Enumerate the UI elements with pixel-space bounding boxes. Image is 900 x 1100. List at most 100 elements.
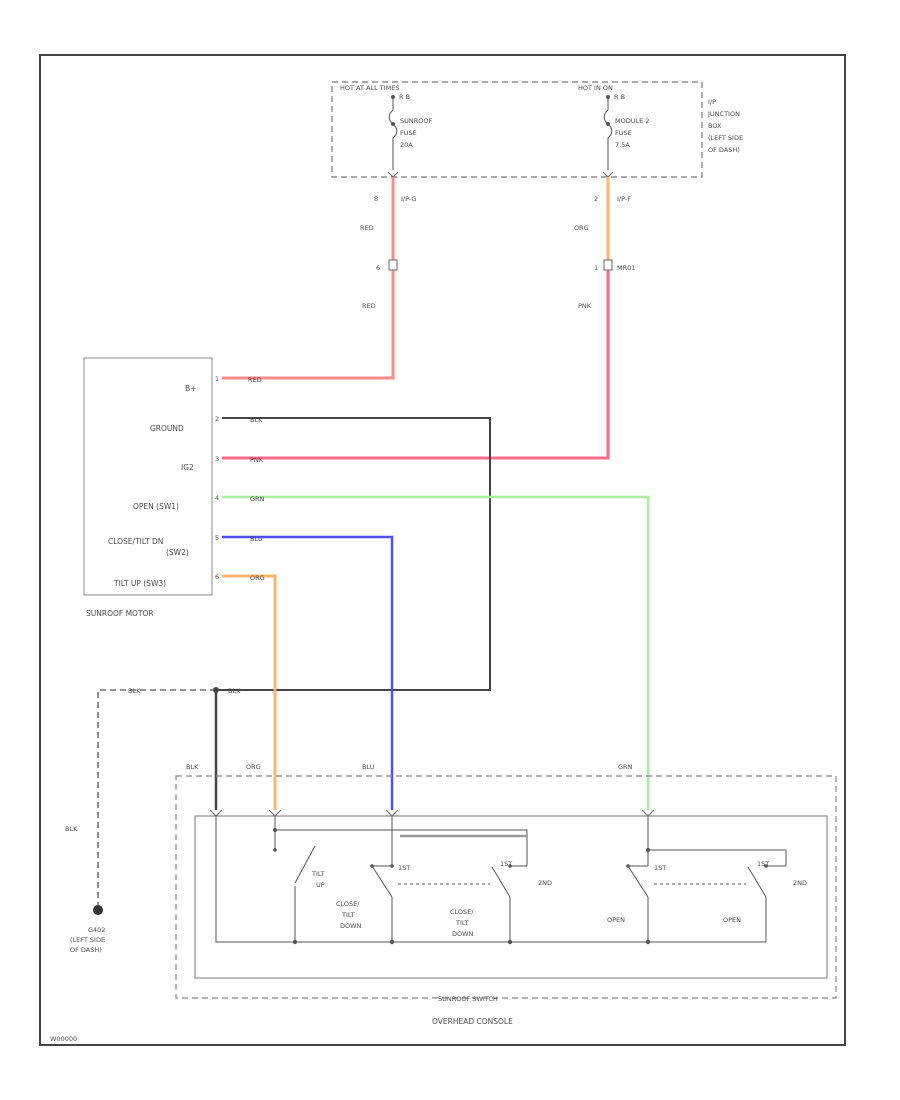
motor-pin-2-wire: BLK: [250, 416, 263, 424]
inline-right-pin: 1: [594, 264, 598, 272]
motor-pin-6-label: TILT UP (SW3): [113, 579, 166, 588]
motor-pin-1-num: 1: [215, 375, 219, 383]
open-label-1: OPEN: [607, 916, 625, 924]
inline-right-name: MR01: [617, 264, 635, 272]
first-label-4: 1ST: [757, 860, 769, 868]
close-tilt-1-line1: CLOSE/: [336, 900, 360, 908]
footer-code: W00000: [50, 1035, 77, 1043]
close-tilt-1-line2: TILT: [341, 911, 355, 919]
wire-label-red-mid: RED: [362, 302, 376, 310]
switch-connector-blk: [209, 809, 223, 817]
switch-connector-blu: [385, 809, 399, 817]
switch-internal-wiring: [215, 816, 787, 943]
sunroof-switch-box: [194, 815, 828, 979]
motor-pin-5-num: 5: [215, 534, 219, 542]
terminal-label-left: R B: [399, 93, 410, 101]
overhead-console-name: OVERHEAD CONSOLE: [432, 1017, 513, 1026]
ground-location-2: OF DASH): [70, 946, 102, 954]
switch-wire-label-blu: BLU: [362, 763, 375, 771]
connector-left-name: I/P-G: [401, 195, 417, 203]
terminal-label-right: R B: [614, 93, 625, 101]
fuse-dot-left: [391, 122, 395, 126]
connector-right-pin: 2: [594, 195, 598, 203]
junction-box-outline: [331, 81, 703, 178]
fuse-right-line2: FUSE: [615, 129, 632, 137]
second-label-2: 2ND: [793, 879, 807, 887]
close-tilt-1-line3: DOWN: [340, 922, 362, 930]
switch-wire-label-org: ORG: [246, 763, 261, 771]
motor-pin-2-label: GROUND: [150, 424, 184, 433]
wire-label-red-top: RED: [360, 224, 374, 232]
sunroof-switch-name: SUNROOF SWITCH: [438, 995, 498, 1003]
fuse-symbol-right: [603, 99, 613, 170]
motor-pin-4-label: OPEN (SW1): [133, 502, 179, 511]
ground-g402-icon: [93, 905, 103, 915]
switch-junction-dots: [273, 828, 768, 945]
connector-right-name: I/P-F: [617, 195, 631, 203]
first-label-1: 1ST: [398, 864, 410, 872]
close-tilt-2-line3: DOWN: [452, 930, 474, 938]
inline-left-pin: 6: [376, 264, 380, 272]
close-tilt-2-line2: TILT: [455, 919, 469, 927]
ground-location-1: (LEFT SIDE: [70, 936, 105, 944]
ground-id: G402: [88, 926, 105, 934]
fuse-left-line2: FUSE: [400, 129, 417, 137]
inline-connector-left: [388, 259, 398, 271]
fuse-symbol-left: [388, 99, 398, 170]
jb-title-2: JUNCTION: [707, 110, 740, 118]
overhead-console-outline: [175, 775, 837, 999]
switch-connector-grn: [641, 809, 655, 817]
terminal-dot-left: [391, 95, 395, 99]
fuse-left-line1: SUNROOF: [400, 117, 432, 125]
connector-ip-f: [602, 171, 614, 178]
jb-title-3: BOX: [708, 122, 722, 130]
motor-pin-5-label-2: (SW2): [166, 548, 189, 557]
wire-label-pnk-mid: PNK: [578, 302, 592, 310]
hot-in-on-label: HOT IN ON: [578, 84, 613, 92]
motor-pin-3-wire: PNK: [250, 456, 264, 464]
motor-pin-3-label: IG2: [181, 463, 194, 472]
motor-pin-5-wire: BLU: [250, 535, 263, 543]
fuse-left-line3: 20A: [400, 141, 413, 149]
jb-title-5: OF DASH): [708, 146, 740, 154]
motor-pin-4-num: 4: [215, 494, 219, 502]
wire-label-org-top: ORG: [574, 224, 589, 232]
connector-left-pin: 8: [374, 195, 378, 203]
wire-org-tiltup: [222, 574, 277, 810]
wire-blu-close: [222, 535, 394, 810]
sunroof-motor-name: SUNROOF MOTOR: [86, 609, 154, 618]
open-label-2: OPEN: [723, 916, 741, 924]
tilt-up-label-2: UP: [316, 881, 325, 889]
wire-red-bplus: [222, 177, 395, 380]
wire-pnk-ig2: [222, 270, 610, 460]
ground-wire-label-left: BLK: [128, 687, 141, 695]
first-label-2: 1ST: [500, 860, 512, 868]
switch-wire-label-grn: GRN: [618, 763, 633, 771]
motor-pin-4-wire: GRN: [250, 495, 265, 503]
terminal-dot-right: [606, 95, 610, 99]
jb-title-1: I/P: [708, 98, 716, 106]
motor-pin-5-label: CLOSE/TILT DN: [108, 537, 163, 546]
switch-connector-org: [268, 809, 282, 817]
inline-connector-right: [603, 259, 613, 271]
fuse-right-line3: 7.5A: [615, 141, 630, 149]
switch-wire-label-blk: BLK: [186, 763, 199, 771]
fuse-dot-right: [606, 122, 610, 126]
ground-wire-label-right: BLK: [228, 687, 241, 695]
hot-at-all-times-label: HOT AT ALL TIMES: [340, 84, 400, 92]
sunroof-motor-box: [83, 357, 213, 596]
ground-dashed-wire: [97, 689, 216, 905]
wire-blk-ground: [216, 417, 491, 691]
connector-ip-g: [387, 171, 399, 178]
fuse-right-line1: MODULE 2: [615, 117, 649, 125]
close-tilt-2-line1: CLOSE/: [450, 908, 474, 916]
jb-title-4: (LEFT SIDE: [708, 134, 743, 142]
tilt-up-label-1: TILT: [311, 870, 325, 878]
motor-pin-6-num: 6: [215, 573, 219, 581]
motor-pin-2-num: 2: [215, 415, 219, 423]
second-label-1: 2ND: [538, 879, 552, 887]
motor-pin-1-wire: RED: [248, 376, 262, 384]
motor-pin-3-num: 3: [215, 455, 219, 463]
first-label-3: 1ST: [654, 864, 666, 872]
